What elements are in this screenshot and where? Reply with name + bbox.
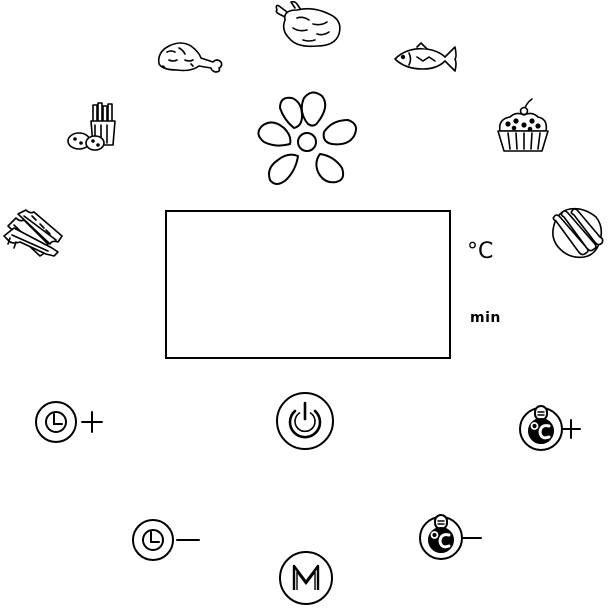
menu-m-icon xyxy=(294,566,318,590)
time-down-button[interactable] xyxy=(131,518,203,562)
time-up-button[interactable] xyxy=(34,400,108,444)
cupcake-icon[interactable] xyxy=(494,97,552,155)
fish-icon[interactable] xyxy=(393,43,459,73)
temperature-unit-label: °C xyxy=(467,241,493,263)
temp-up-button[interactable] xyxy=(518,402,582,452)
lcd-display xyxy=(165,210,451,359)
temp-down-button[interactable] xyxy=(417,510,483,562)
whole-chicken-icon[interactable] xyxy=(273,2,345,50)
drumstick-icon[interactable] xyxy=(155,38,225,74)
power-icon xyxy=(290,403,320,437)
ribs-icon[interactable] xyxy=(548,205,606,261)
menu-button[interactable] xyxy=(278,550,334,606)
bacon-icon[interactable] xyxy=(2,208,66,258)
time-unit-label: min xyxy=(470,311,501,325)
fries-potato-icon[interactable] xyxy=(65,103,123,155)
fan-icon xyxy=(252,86,362,192)
thermometer-minus-icon xyxy=(429,515,481,552)
thermometer-plus-icon xyxy=(529,406,580,443)
power-button[interactable] xyxy=(275,391,335,451)
